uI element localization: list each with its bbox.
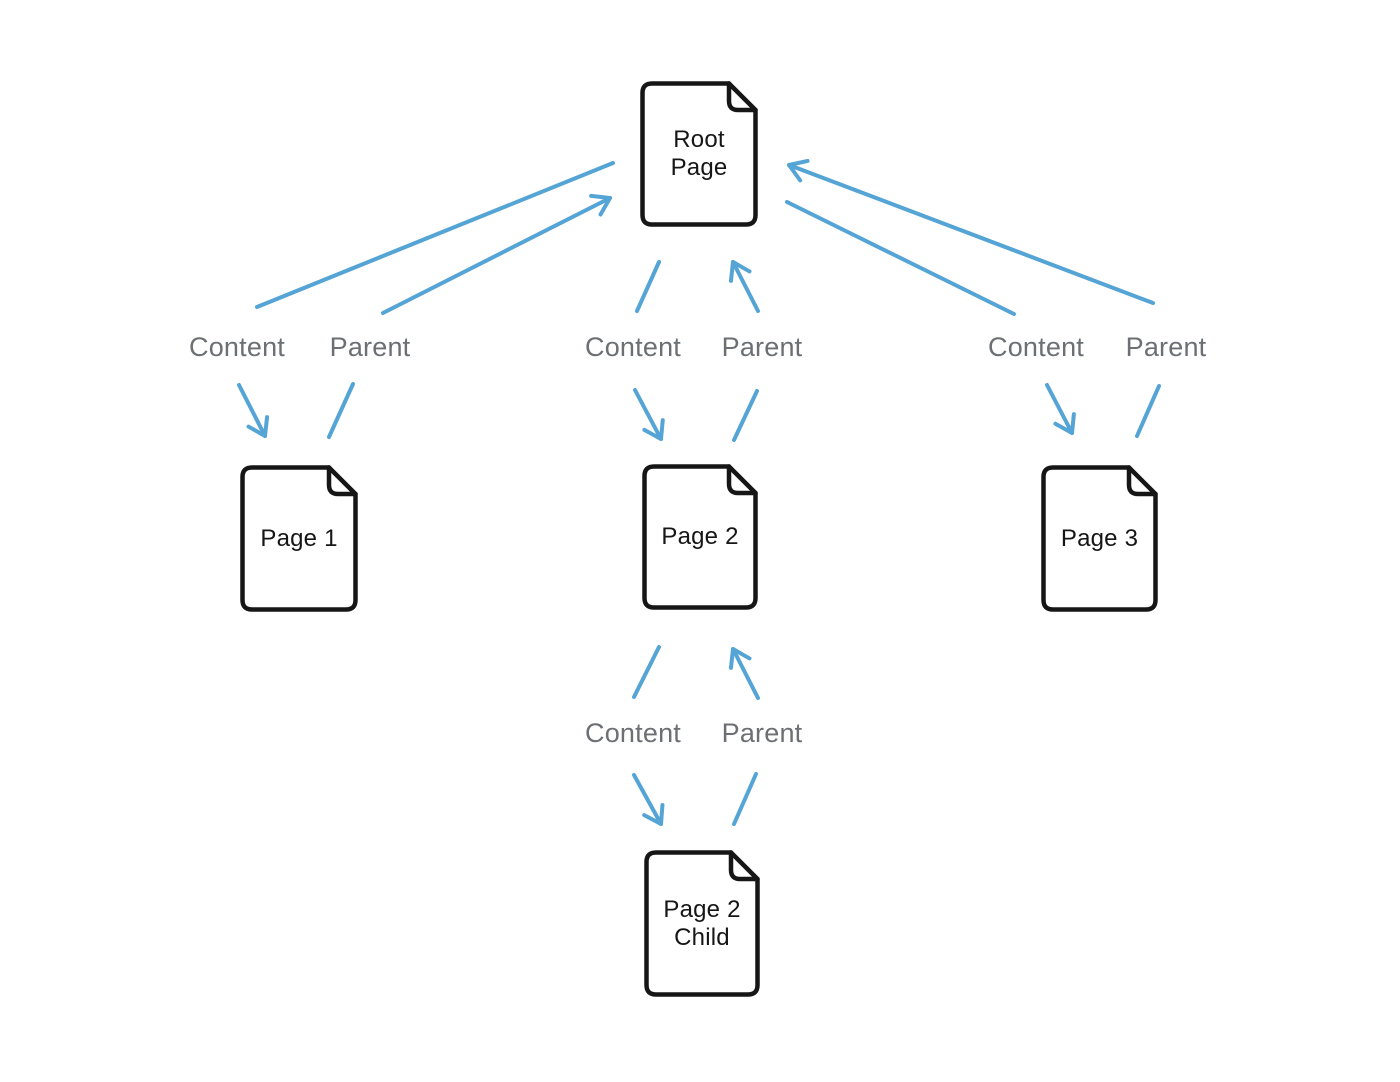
arrowhead-icon [1053,412,1076,435]
arrowhead-icon [728,260,752,283]
node-page-3: Page 3 [1041,465,1158,612]
node-label: Page 1 [260,525,337,553]
node-label-line: Page 2 [663,895,741,923]
connector-root-to-page3-content-lower [1045,383,1076,435]
connector-page2-to-child-content-upper [632,645,661,699]
document-icon [1041,465,1158,612]
edge-label-content-root-page-to-page-3: Content [988,332,1084,362]
edge-label-parent-page-3-to-root-page: Parent [1125,332,1207,362]
connector-page2-to-root-parent-upper [728,260,760,313]
node-label: Page 3 [1061,525,1138,553]
node-label-line: Root [673,126,725,153]
arrowhead-icon [728,647,752,670]
connector-child-to-page2-parent-lower [732,772,758,826]
node-page-2: Page 2 [642,464,758,610]
arrowhead-icon [246,415,270,438]
node-label: Page 2 [661,523,738,551]
connector-root-to-page3-content-upper [785,200,1016,316]
connector-root-to-page1-content-upper [255,161,615,309]
connector-page3-to-root-parent-lower [1135,384,1161,438]
arrowhead-icon [589,193,612,217]
edge-label-parent-page-1-to-root-page: Parent [329,332,411,362]
edge-label-content-root-page-to-page-2: Content [585,332,681,362]
connector-page1-to-root-parent-upper [381,193,612,315]
node-label-line: Page 1 [260,524,338,552]
node-label-line: Child [674,923,730,951]
arrowhead-icon [787,158,810,183]
connector-root-to-page2-content-lower [633,388,665,441]
node-label-line: Page 2 [661,523,739,550]
document-icon [240,465,358,612]
arrowhead-icon [642,418,665,441]
connector-root-to-page2-content-upper [635,260,661,313]
connector-page3-to-root-parent-upper [787,158,1155,305]
edge-label-content-page-2-to-page-2-child: Content [585,718,681,748]
edge-label-parent-page-2-child-to-page-2: Parent [721,718,803,748]
node-label-line: Page 3 [1060,524,1139,552]
edge-label-parent-page-2-to-root-page: Parent [721,332,803,362]
arrowhead-icon [642,803,665,826]
document-icon [642,464,758,610]
document-icon [640,81,758,227]
connector-root-to-page1-content-lower [237,383,270,438]
node-page-1: Page 1 [240,465,358,612]
connector-page2-to-root-parent-lower [732,389,759,442]
node-label-line: Page [670,154,728,181]
connector-page1-to-root-parent-lower [327,382,355,439]
document-icon [644,850,760,997]
connector-child-to-page2-parent-upper [728,647,760,700]
connector-page2-to-child-content-lower [632,773,665,826]
edge-label-content-root-page-to-page-1: Content [189,332,285,362]
